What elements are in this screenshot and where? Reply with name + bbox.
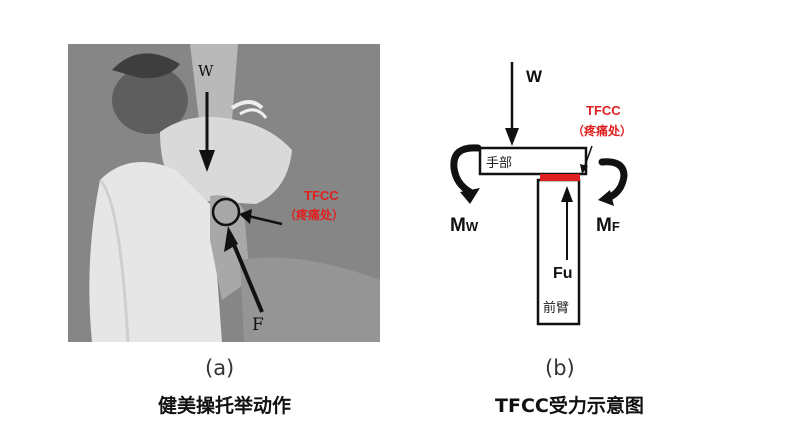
moment-w-sub: W: [466, 219, 479, 234]
panel-a-tfcc-note: （疼痛处）: [284, 207, 344, 222]
panel-a-letter: (a): [205, 356, 234, 380]
force-fu-label: Fu: [553, 265, 573, 282]
moment-f-label: MF: [596, 215, 620, 236]
panel-a-tfcc-title: TFCC: [304, 188, 339, 203]
moment-f-arrow: [598, 158, 628, 202]
panel-b-tfcc-note: （疼痛处）: [572, 123, 632, 138]
hand-box: [478, 146, 588, 176]
moment-w-label: MW: [450, 215, 479, 236]
moment-f-main: M: [596, 215, 612, 236]
moment-w-arrow: [450, 144, 482, 196]
panel-b-letter: (b): [545, 356, 575, 380]
panel-a-caption: 健美操托举动作: [158, 394, 291, 417]
panel-b-tfcc-title: TFCC: [586, 103, 621, 118]
moment-f-sub: F: [612, 219, 620, 234]
panel-a-photo: [68, 44, 380, 343]
panel-b-force-w-label: W: [526, 67, 543, 86]
tfcc-marker: [540, 174, 580, 181]
forearm-label: 前臂: [543, 300, 569, 316]
panel-b-caption: TFCC受力示意图: [495, 394, 644, 417]
panel-a-force-f-label: F: [252, 315, 264, 335]
panel-a-arrows: [199, 92, 283, 313]
panel-b-diagram: [450, 62, 628, 326]
hand-label: 手部: [486, 156, 512, 171]
panel-a-force-w-label: W: [198, 62, 214, 80]
moment-w-main: M: [450, 215, 466, 236]
